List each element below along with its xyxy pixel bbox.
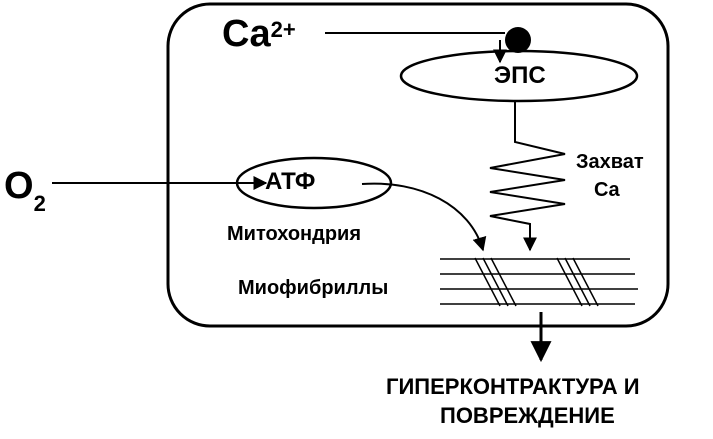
mitochondria-label: Митохондрия xyxy=(227,223,362,245)
ca-uptake-spring xyxy=(489,102,566,242)
ca-channel-dot xyxy=(505,27,531,53)
eps-label: ЭПС xyxy=(494,62,546,89)
mitochondria-ellipse xyxy=(235,156,393,210)
ca-uptake-label-line2: Ca xyxy=(594,179,620,201)
result-label-line2: ПОВРЕЖДЕНИЕ xyxy=(440,403,615,428)
oxygen-label: O2 xyxy=(4,165,46,216)
cell-outline xyxy=(166,2,670,328)
eps-ellipse xyxy=(399,49,639,103)
atp-to-myofibrils-arrow xyxy=(361,182,487,252)
atp-label: АТФ xyxy=(265,168,316,195)
result-label-line1: ГИПЕРКОНТРАКТУРА И xyxy=(386,374,640,399)
calcium-label: Ca2+ xyxy=(222,13,296,55)
ca-uptake-label-line1: Захват xyxy=(576,151,644,173)
myofibrils-lines xyxy=(440,257,638,307)
myofibrils-label: Миофибриллы xyxy=(238,277,389,299)
